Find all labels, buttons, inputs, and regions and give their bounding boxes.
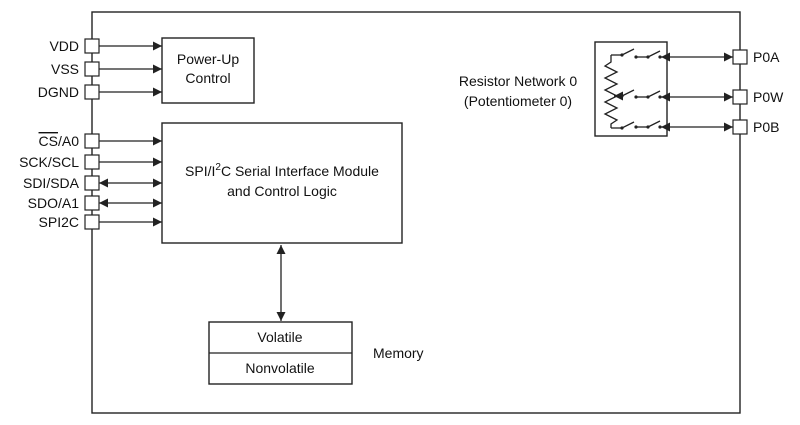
pin-label: P0B — [753, 119, 779, 135]
serial-block-line1: SPI/I2C Serial Interface Module — [185, 162, 379, 179]
pin-box — [84, 154, 100, 170]
pin-box — [84, 38, 100, 54]
pin-box — [84, 214, 100, 230]
resistor-zigzag — [603, 55, 619, 128]
pin-label: SDI/SDA — [23, 175, 80, 191]
left-pin: DGND — [38, 84, 162, 100]
pin-label: CS/A0 — [39, 133, 80, 149]
right-pin: P0W — [661, 89, 784, 105]
resistor-label-line1: Resistor Network 0 — [459, 73, 577, 89]
pin-box — [84, 195, 100, 211]
pin-label: VSS — [51, 61, 79, 77]
memory-volatile-label: Volatile — [257, 329, 302, 345]
pin-box — [84, 133, 100, 149]
right-pin-group: P0A P0W P0B — [661, 49, 784, 135]
left-pin: SCK/SCL — [19, 154, 162, 170]
left-pin: VDD — [49, 38, 162, 54]
pin-label: VDD — [49, 38, 79, 54]
pin-box — [732, 49, 748, 65]
left-pin: SDO/A1 — [28, 195, 162, 211]
pin-label: SPI2C — [39, 214, 79, 230]
pin-label: SDO/A1 — [28, 195, 80, 211]
power-block-line1: Power-Up — [177, 51, 239, 67]
right-pin: P0A — [661, 49, 780, 65]
serial-block-line1-post: C Serial Interface Module — [221, 163, 379, 179]
pin-label: DGND — [38, 84, 79, 100]
pin-box — [84, 175, 100, 191]
left-pin: SPI2C — [39, 214, 162, 230]
pin-box — [732, 119, 748, 135]
pin-box — [84, 61, 100, 77]
power-block-line2: Control — [185, 70, 230, 86]
resistor-label-line2: (Potentiometer 0) — [464, 93, 572, 109]
left-pin: CS/A0 — [39, 133, 162, 149]
serial-block-line2: and Control Logic — [227, 183, 337, 199]
pin-label: P0A — [753, 49, 780, 65]
serial-block-line1-sup: 2 — [215, 162, 221, 173]
memory-nonvolatile-label: Nonvolatile — [245, 360, 314, 376]
pin-box — [84, 84, 100, 100]
pin-box — [732, 89, 748, 105]
serial-block-line1-pre: SPI/I — [185, 163, 215, 179]
left-pin: SDI/SDA — [23, 175, 162, 191]
pin-label-suffix: /A0 — [58, 133, 79, 149]
pin-label: SCK/SCL — [19, 154, 79, 170]
pin-label-overline: CS — [39, 133, 58, 149]
memory-block: Volatile Nonvolatile Memory — [208, 321, 424, 385]
right-pin: P0B — [661, 119, 779, 135]
pin-label: P0W — [753, 89, 784, 105]
resistor-network: Resistor Network 0 (Potentiometer 0) — [459, 41, 668, 137]
serial-interface-block: SPI/I2C Serial Interface Module and Cont… — [161, 122, 403, 244]
left-pin: VSS — [51, 61, 162, 77]
power-up-control-block: Power-Up Control — [161, 37, 255, 104]
memory-label: Memory — [373, 345, 424, 361]
